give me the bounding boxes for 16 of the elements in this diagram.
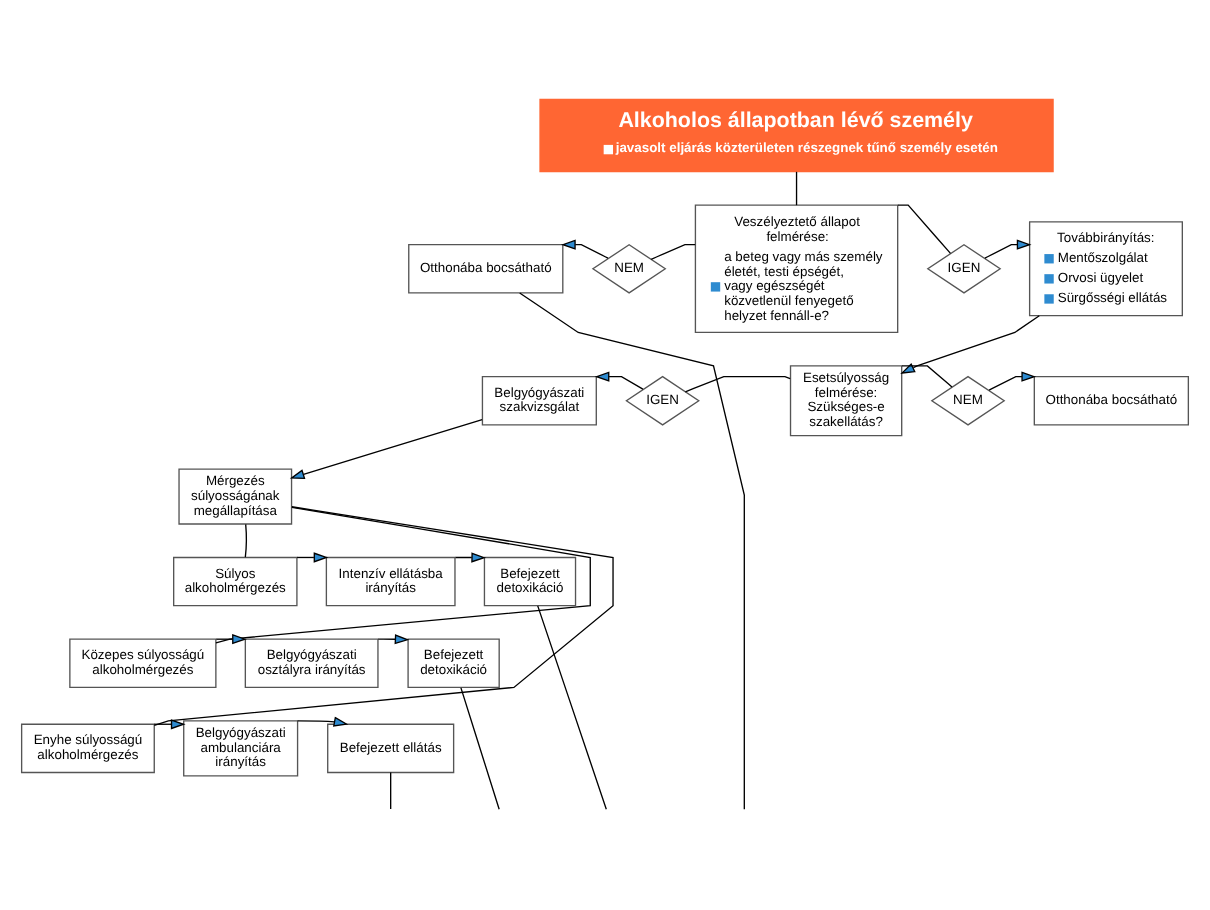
connector — [897, 204, 952, 255]
connector — [519, 292, 745, 810]
connector — [650, 244, 696, 260]
arrow — [561, 239, 609, 259]
arrow — [984, 239, 1032, 259]
connector — [460, 687, 500, 810]
arrow — [296, 716, 349, 727]
connector — [901, 365, 953, 388]
connector — [795, 171, 798, 206]
arrow — [289, 418, 483, 480]
arrow — [594, 371, 644, 390]
connector — [537, 605, 607, 810]
connector — [684, 375, 791, 393]
arrow — [988, 371, 1037, 391]
connector — [244, 523, 247, 558]
connector — [390, 771, 392, 810]
